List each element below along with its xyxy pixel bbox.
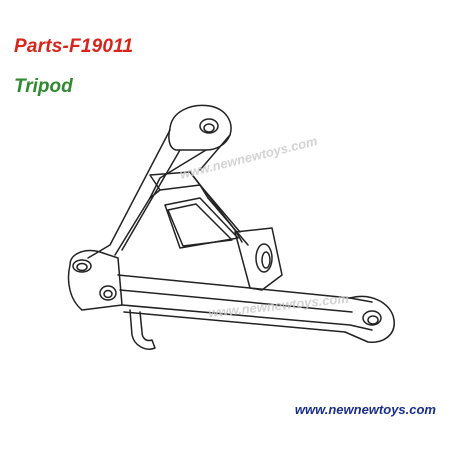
right-block-hole bbox=[255, 243, 273, 273]
triangle-window bbox=[164, 197, 239, 249]
right-ear-outline bbox=[344, 295, 395, 343]
left-ear-hole-lower bbox=[99, 285, 117, 301]
part-name-label: Tripod bbox=[14, 76, 73, 97]
left-ear-hole-upper bbox=[72, 259, 92, 273]
top-ear-hole bbox=[199, 118, 219, 134]
part-number-title: Parts-F19011 bbox=[14, 36, 134, 57]
left-ear-outline bbox=[67, 249, 123, 311]
bottom-beam bbox=[117, 274, 373, 303]
site-url[interactable]: www.newnewtoys.com bbox=[294, 402, 436, 417]
right-ear-hole bbox=[362, 310, 382, 326]
right-block bbox=[234, 227, 283, 291]
hook-tab bbox=[129, 309, 156, 350]
